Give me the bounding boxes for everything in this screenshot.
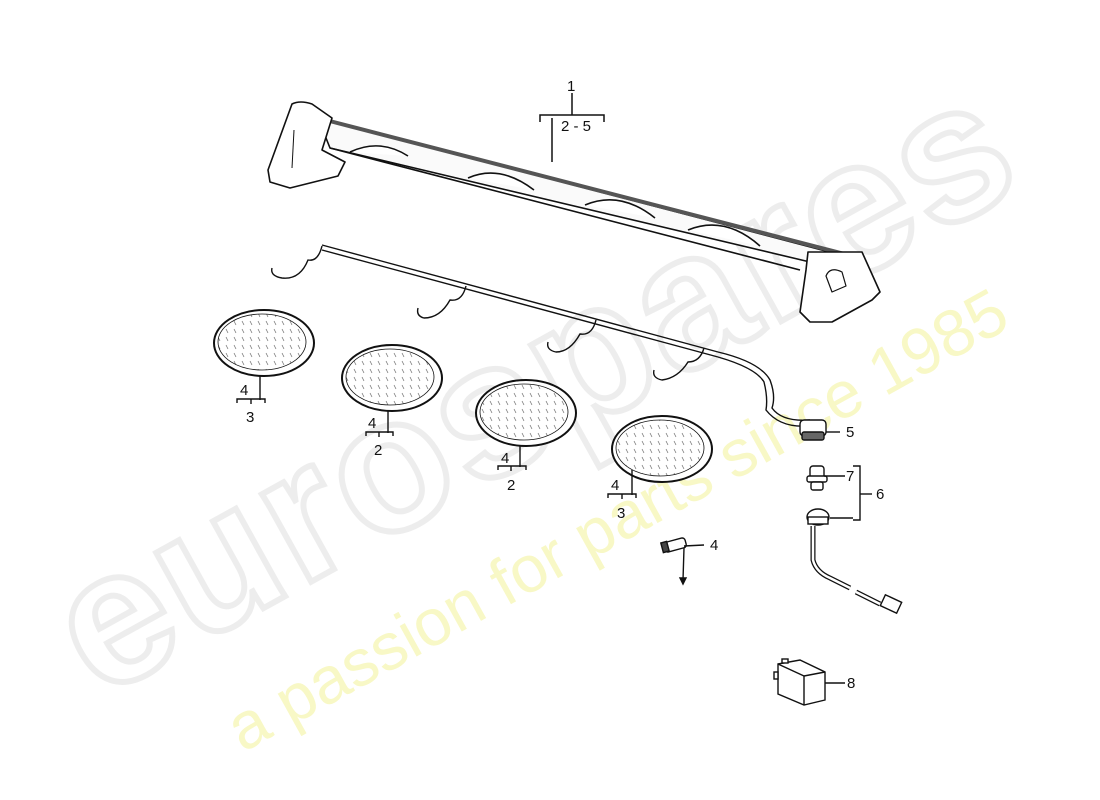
- bulb-4: [659, 537, 705, 586]
- lamp-2-callout-bottom: 2: [374, 442, 383, 459]
- callout-5: 5: [846, 424, 855, 441]
- light-bar: [267, 101, 881, 323]
- lamp-1-callout-bottom: 3: [246, 409, 255, 426]
- connector-5: [799, 419, 840, 441]
- lamp-4: [607, 415, 713, 499]
- callout-4-bulb: 4: [710, 537, 719, 554]
- callout-8: 8: [847, 675, 856, 692]
- bracket-6: [830, 465, 872, 521]
- callout-1-bracket: [539, 93, 605, 162]
- callout-6: 6: [876, 486, 885, 503]
- lamp-3: [475, 379, 577, 471]
- callout-7: 7: [846, 468, 855, 485]
- wiring-harness: [271, 244, 811, 427]
- callout-1: 1: [567, 78, 576, 95]
- lamp-3-callout-top: 4: [501, 450, 510, 467]
- lamp-4-callout-bottom: 3: [617, 505, 626, 522]
- lamp-2: [341, 344, 443, 437]
- lamp-2-callout-top: 4: [368, 415, 377, 432]
- plug-7: [806, 465, 845, 491]
- adapter-harness-6: [806, 508, 903, 615]
- lamp-4-callout-top: 4: [611, 477, 620, 494]
- lamp-1: [213, 309, 315, 404]
- relay-8: [773, 658, 845, 706]
- callout-range-2-5: 2 - 5: [561, 118, 592, 135]
- lamp-3-callout-bottom: 2: [507, 477, 516, 494]
- lamp-1-callout-top: 4: [240, 382, 249, 399]
